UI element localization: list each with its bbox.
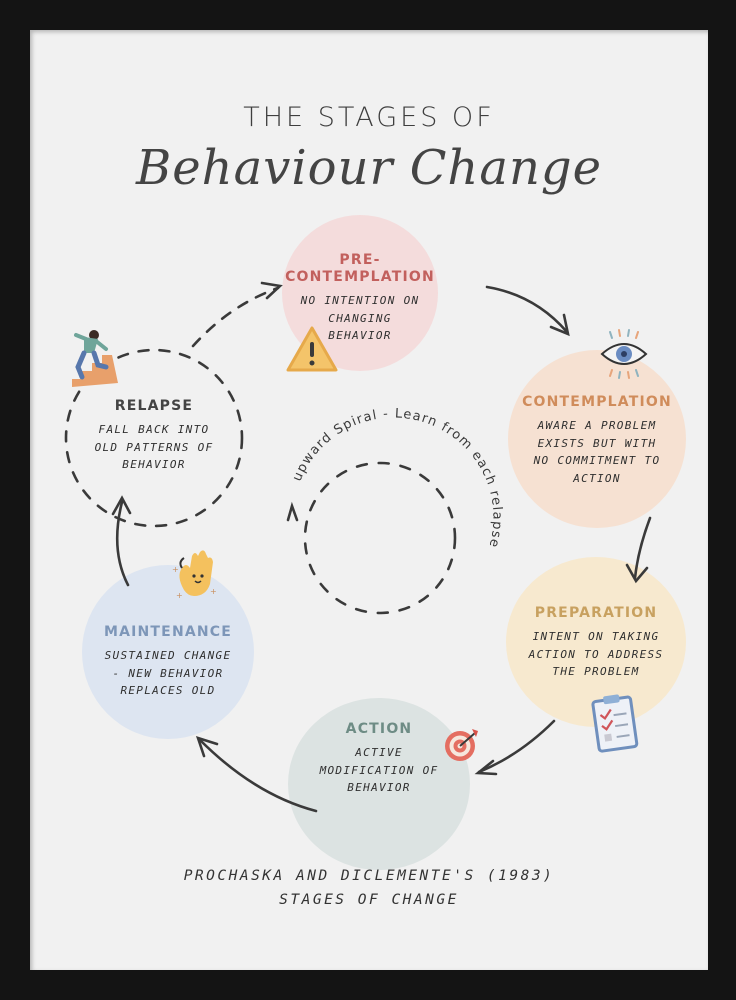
- stage-description: FALL BACK INTO OLD PATTERNS OF BEHAVIOR: [94, 423, 214, 471]
- center-arrowhead: [286, 501, 299, 522]
- svg-text:+: +: [176, 591, 183, 600]
- stage-contemplation: CONTEMPLATION AWARE A PROBLEM EXISTS BUT…: [508, 394, 686, 487]
- svg-text:+: +: [172, 565, 179, 574]
- clipboard-checklist-icon: [591, 694, 639, 753]
- stage-description: SUSTAINED CHANGE - NEW BEHAVIOR REPLACES…: [104, 649, 232, 697]
- circle-maintenance: [82, 565, 254, 739]
- person-climbing-stairs-icon: [72, 330, 118, 387]
- target-icon: [445, 729, 478, 761]
- ok-hand-icon: + + +: [172, 550, 217, 600]
- title-line-2: Behaviour Change: [136, 140, 602, 196]
- stage-description: ACTIVE MODIFICATION OF BEHAVIOR: [319, 746, 439, 794]
- circle-action: [288, 698, 470, 870]
- diagram-overlay: + + + upward Spiral - Learn from each re…: [64, 281, 652, 813]
- stage-title: PREPARATION: [534, 605, 658, 621]
- svg-text:+: +: [210, 587, 217, 596]
- stage-title: PRE- CONTEMPLATION: [285, 252, 435, 285]
- arrow-to-contemplation: [485, 285, 570, 337]
- stage-title: MAINTENANCE: [103, 624, 233, 640]
- center-dashed-circle: [303, 461, 457, 615]
- circle-preparation: [506, 557, 686, 727]
- arrow-to-action: [474, 719, 556, 776]
- source-caption: PROCHASKA AND DICLEMENTE'S (1983) STAGES…: [183, 868, 555, 908]
- arrow-to-maintenance: [195, 735, 318, 813]
- stage-description: AWARE A PROBLEM EXISTS BUT WITH NO COMMI…: [533, 419, 661, 485]
- arrow-to-relapse: [111, 495, 132, 587]
- stage-title: RELAPSE: [114, 398, 194, 414]
- stage-action: ACTION ACTIVE MODIFICATION OF BEHAVIOR: [288, 721, 470, 797]
- stage-maintenance: MAINTENANCE SUSTAINED CHANGE - NEW BEHAV…: [82, 624, 254, 700]
- poster-paper: THE STAGES OF Behaviour Change: [30, 30, 708, 970]
- relapse-dashed-circle: [64, 348, 244, 528]
- stage-relapse: RELAPSE FALL BACK INTO OLD PATTERNS OF B…: [70, 398, 238, 474]
- title-line-1: THE STAGES OF: [243, 102, 495, 133]
- stage-title: ACTION: [345, 721, 413, 737]
- warning-icon: [286, 326, 338, 372]
- stage-description: INTENT ON TAKING ACTION TO ADDRESS THE P…: [528, 630, 664, 678]
- arrow-to-preparation: [625, 516, 652, 584]
- stage-preparation: PREPARATION INTENT ON TAKING ACTION TO A…: [506, 605, 686, 681]
- stage-description: NO INTENTION ON CHANGING BEHAVIOR: [300, 294, 420, 342]
- spiral-label: upward Spiral - Learn from each relapse: [290, 406, 505, 549]
- stage-pre-contemplation: PRE- CONTEMPLATION NO INTENTION ON CHANG…: [282, 252, 438, 345]
- eye-icon: [600, 329, 648, 379]
- arrow-to-pre-contemplation: [191, 281, 283, 348]
- circle-contemplation: [508, 350, 686, 528]
- stage-title: CONTEMPLATION: [522, 394, 672, 410]
